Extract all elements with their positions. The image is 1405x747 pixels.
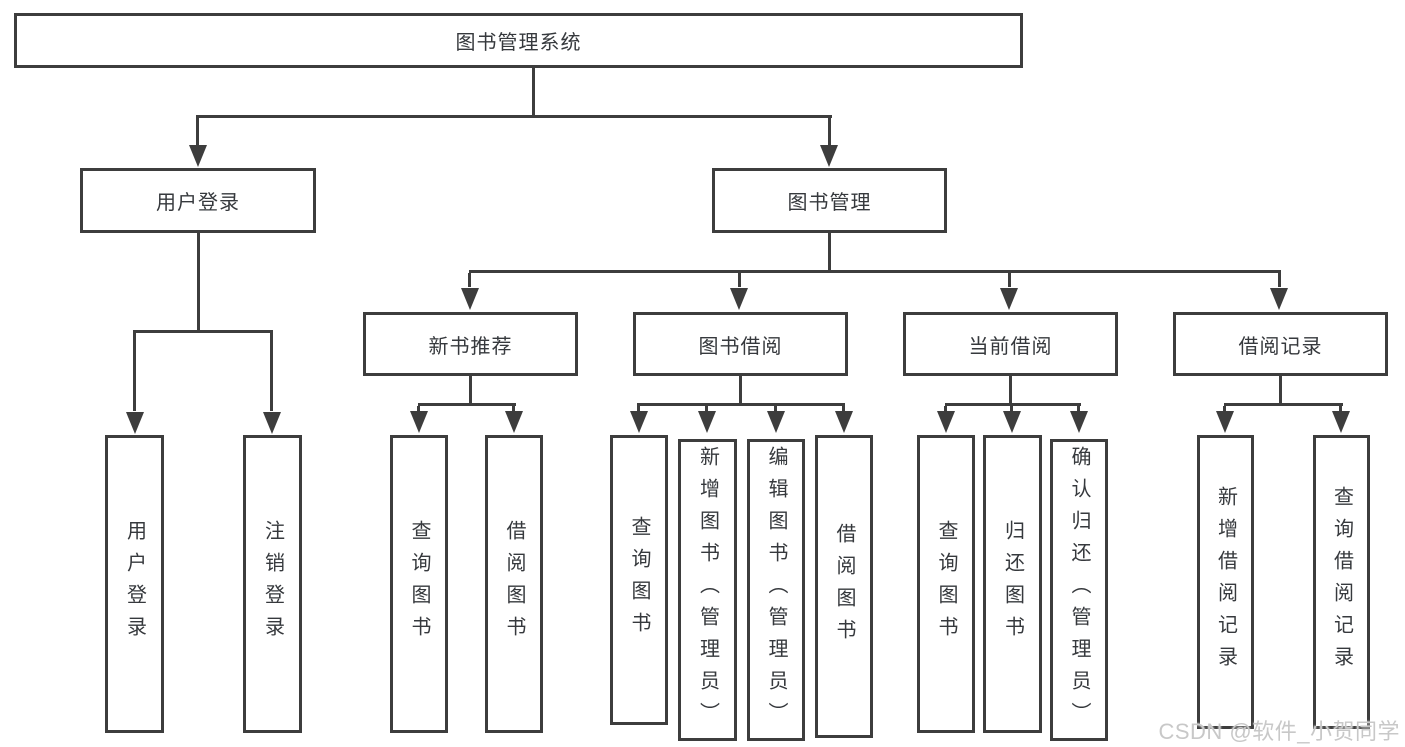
node-label: 查询图书 <box>628 516 650 644</box>
arrow-down-icon <box>1332 411 1350 433</box>
node-borrow-books: 借阅图书 <box>815 435 873 738</box>
node-label: 新增图书（管理员） <box>696 446 719 734</box>
connector-line <box>828 233 831 270</box>
node-query-books-recommend: 查询图书 <box>390 435 448 733</box>
node-label: 图书管理 <box>787 192 872 214</box>
arrow-down-icon <box>937 411 955 433</box>
connector-bar <box>945 403 1081 406</box>
arrow-down-icon <box>730 288 748 310</box>
node-return-books: 归还图书 <box>983 435 1042 733</box>
node-query-borrow-record: 查询借阅记录 <box>1313 435 1370 729</box>
node-book-borrowing: 图书借阅 <box>633 312 848 376</box>
node-user-login: 用户登录 <box>80 168 316 233</box>
node-label: 借阅图书 <box>833 522 855 651</box>
node-borrowing-records: 借阅记录 <box>1173 312 1388 376</box>
connector-line <box>739 376 742 405</box>
arrow-down-icon <box>189 145 207 167</box>
connector-line <box>1339 406 1342 413</box>
node-query-books-borrowing: 查询图书 <box>610 435 668 725</box>
arrow-down-icon <box>820 145 838 167</box>
arrow-down-icon <box>698 411 716 433</box>
node-logout: 注销登录 <box>243 435 302 733</box>
arrow-down-icon <box>1000 288 1018 310</box>
node-book-management: 图书管理 <box>712 168 947 233</box>
connector-line <box>270 333 273 411</box>
node-label: 查询借阅记录 <box>1330 486 1353 678</box>
connector-bar <box>133 330 273 333</box>
node-add-book-admin: 新增图书（管理员） <box>678 439 737 741</box>
node-label: 图书管理系统 <box>455 32 582 54</box>
arrow-down-icon <box>767 411 785 433</box>
connector-line <box>197 233 200 333</box>
arrow-down-icon <box>461 288 479 310</box>
node-new-book-recommend: 新书推荐 <box>363 312 578 376</box>
connector-line <box>468 273 471 287</box>
arrow-down-icon <box>126 412 144 434</box>
connector-bar <box>418 403 516 406</box>
connector-line <box>1077 406 1080 413</box>
node-edit-book-admin: 编辑图书（管理员） <box>747 439 805 741</box>
connector-line <box>1278 273 1281 287</box>
node-label: 借阅记录 <box>1238 335 1323 358</box>
node-label: 图书借阅 <box>698 335 783 358</box>
connector-line <box>738 273 741 287</box>
arrow-down-icon <box>1270 288 1288 310</box>
arrow-down-icon <box>1216 411 1234 433</box>
node-add-borrow-record: 新增借阅记录 <box>1197 435 1254 729</box>
connector-line <box>842 406 845 413</box>
node-borrow-books-recommend: 借阅图书 <box>485 435 543 733</box>
node-label: 查询图书 <box>408 520 430 648</box>
arrow-down-icon <box>263 412 281 434</box>
connector-line <box>828 118 831 146</box>
node-label: 确认归还（管理员） <box>1068 446 1090 734</box>
node-label: 当前借阅 <box>968 335 1053 358</box>
node-label: 注销登录 <box>261 520 284 648</box>
connector-level2-bar <box>469 270 1281 273</box>
arrow-down-icon <box>835 411 853 433</box>
connector-line <box>944 406 947 413</box>
arrow-down-icon <box>1003 411 1021 433</box>
connector-line <box>1279 376 1282 405</box>
node-current-borrowing: 当前借阅 <box>903 312 1118 376</box>
connector-line <box>512 406 515 413</box>
connector-level1-bar <box>196 115 832 118</box>
connector-bar <box>637 403 845 406</box>
connector-line <box>133 333 136 411</box>
node-label: 用户登录 <box>156 192 240 214</box>
connector-line <box>1008 273 1011 287</box>
node-library-system: 图书管理系统 <box>14 13 1023 68</box>
arrow-down-icon <box>630 411 648 433</box>
connector-line <box>1223 406 1226 413</box>
connector-line <box>774 406 777 413</box>
node-query-books-current: 查询图书 <box>917 435 975 733</box>
csdn-watermark: CSDN @软件_小贺同学 <box>1158 719 1400 744</box>
connector-bar <box>1224 403 1343 406</box>
connector-line <box>637 406 640 413</box>
node-label: 查询图书 <box>935 520 957 648</box>
node-label: 用户登录 <box>123 520 146 648</box>
connector-line <box>705 406 708 413</box>
node-label: 新书推荐 <box>428 335 513 358</box>
arrow-down-icon <box>505 411 523 433</box>
connector-root-drop <box>532 68 535 118</box>
node-label: 归还图书 <box>1001 520 1024 648</box>
node-confirm-return-admin: 确认归还（管理员） <box>1050 439 1108 741</box>
node-label: 借阅图书 <box>503 520 525 648</box>
node-label: 编辑图书（管理员） <box>765 446 787 734</box>
connector-line <box>196 118 199 146</box>
connector-line <box>469 376 472 405</box>
arrow-down-icon <box>410 411 428 433</box>
connector-line <box>1010 406 1013 413</box>
node-user-login-action: 用户登录 <box>105 435 164 733</box>
connector-line <box>1009 376 1012 405</box>
arrow-down-icon <box>1070 411 1088 433</box>
connector-line <box>417 406 420 413</box>
node-label: 新增借阅记录 <box>1214 486 1237 678</box>
